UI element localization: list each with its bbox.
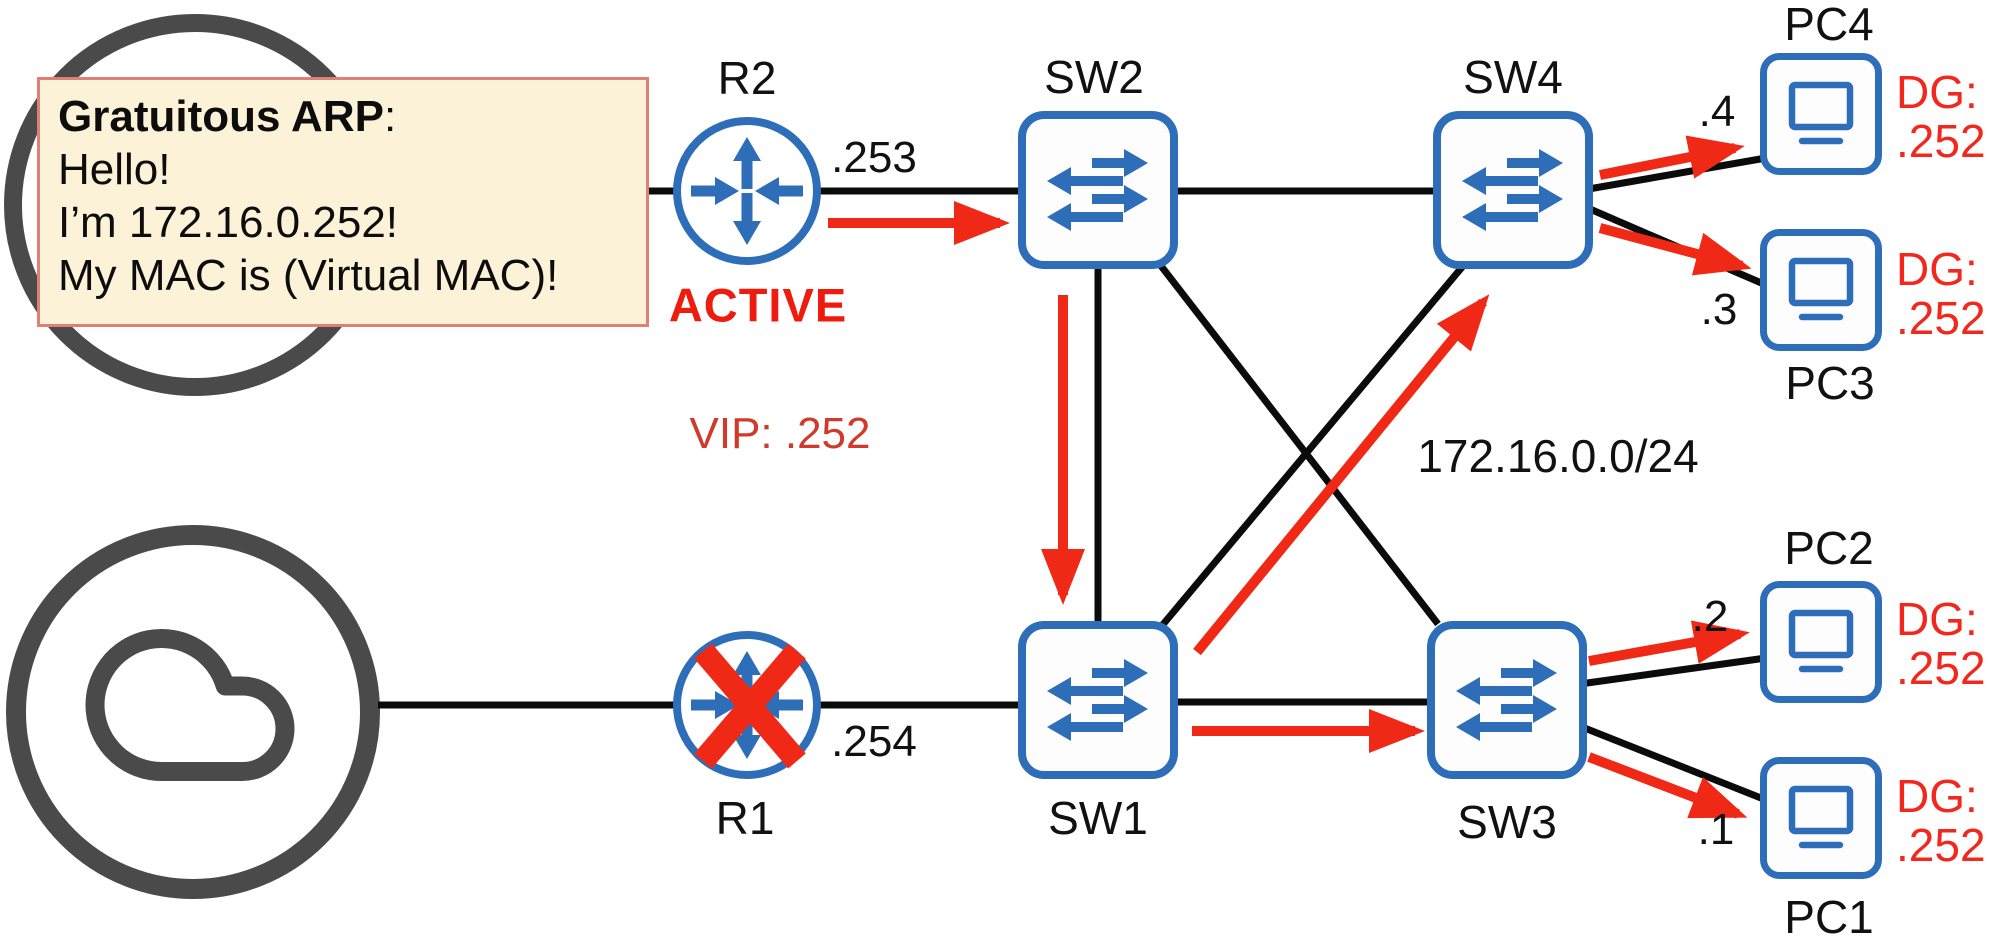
- pc-screen: [1788, 609, 1854, 659]
- router-r2-circle: [673, 117, 821, 265]
- pc3-port-label: .3: [1700, 285, 1738, 334]
- flow-sw4-pc4: [1599, 135, 1745, 180]
- dg-caption: DG:: [1896, 66, 1978, 118]
- switch-sw2-icon: [1018, 111, 1178, 269]
- flow-sw3-pc2: [1588, 620, 1750, 666]
- internet-cloud-icon: [6, 525, 380, 899]
- flow-sw1-sw4: [1193, 294, 1490, 656]
- pc2-port-label: .2: [1691, 592, 1729, 641]
- switch-sw3-icon: [1427, 621, 1587, 779]
- pc-box: [1760, 229, 1882, 351]
- pc4-port-label: .4: [1698, 87, 1736, 136]
- link-sw1-sw4: [1157, 263, 1466, 631]
- dg-value: .252: [1896, 642, 1986, 694]
- r2-label: R2: [717, 52, 777, 104]
- sw3-label: SW3: [1457, 796, 1557, 848]
- switch-arrow: [1092, 695, 1148, 723]
- pc4-dg-label: DG: .252: [1896, 68, 1986, 166]
- pc3-label: PC3: [1785, 357, 1875, 409]
- callout-line: My MAC is (Virtual MAC)!: [58, 251, 559, 300]
- switch-arrow: [1456, 677, 1532, 705]
- pc1-port-label: .1: [1697, 805, 1735, 854]
- sw4-label: SW4: [1463, 51, 1563, 103]
- pc-box: [1760, 581, 1882, 703]
- switch-arrow: [1092, 185, 1148, 213]
- subnet-annotation: 172.16.0.0/24: [1417, 430, 1699, 482]
- switch-arrow: [1462, 167, 1538, 195]
- switch-arrow: [1462, 203, 1538, 231]
- switch-arrow: [1092, 659, 1148, 687]
- dg-caption: DG:: [1896, 243, 1978, 295]
- router-arrow-down: [733, 193, 761, 245]
- switch-arrow: [1501, 659, 1557, 687]
- flow-arrows: [828, 135, 1752, 819]
- router-r1-icon: [673, 631, 821, 779]
- switch-arrow: [1507, 185, 1563, 213]
- switch-arrow: [1507, 149, 1563, 177]
- cloud-glyph: [85, 629, 295, 781]
- switch-box: [1427, 621, 1587, 779]
- sw2-label: SW2: [1044, 51, 1144, 103]
- switch-sw1-icon: [1018, 621, 1178, 779]
- router-arrow-up: [733, 651, 761, 703]
- dg-value: .252: [1896, 819, 1986, 871]
- r2-interface-label: .253: [831, 133, 917, 182]
- r2-active-status: ACTIVE: [668, 278, 848, 332]
- pc1-label: PC1: [1784, 891, 1874, 943]
- pc-pc2-icon: [1760, 581, 1882, 703]
- flow-sw3-pc1: [1587, 752, 1748, 819]
- callout-title: Gratuitous ARP:: [58, 92, 397, 141]
- links: [378, 154, 1768, 804]
- pc-box: [1760, 53, 1882, 175]
- switch-arrow: [1456, 713, 1532, 741]
- vip-annotation: VIP: .252: [689, 409, 871, 458]
- pc-screen: [1788, 257, 1854, 307]
- link-sw2-sw3: [1155, 259, 1441, 627]
- r1-interface-label: .254: [831, 717, 917, 766]
- gratuitous-arp-callout: Gratuitous ARP: Hello! I’m 172.16.0.252!…: [37, 77, 649, 327]
- pc2-dg-label: DG: .252: [1896, 595, 1986, 693]
- router-r2-icon: [673, 117, 821, 265]
- dg-caption: DG:: [1896, 770, 1978, 822]
- cloud-ring: [6, 525, 380, 899]
- pc2-label: PC2: [1784, 522, 1874, 574]
- switch-arrow: [1092, 149, 1148, 177]
- switch-box: [1018, 111, 1178, 269]
- pc3-dg-label: DG: .252: [1896, 245, 1986, 343]
- pc-screen: [1788, 81, 1854, 131]
- dg-value: .252: [1896, 115, 1986, 167]
- pc-box: [1760, 757, 1882, 879]
- pc-screen: [1788, 785, 1854, 835]
- router-arrow-up: [733, 137, 761, 189]
- r1-label: R1: [715, 792, 775, 844]
- switch-box: [1433, 111, 1593, 269]
- pc1-dg-label: DG: .252: [1896, 772, 1986, 870]
- switch-sw4-icon: [1433, 111, 1593, 269]
- router-arrow-left: [755, 177, 803, 205]
- pc-pc3-icon: [1760, 229, 1882, 351]
- switch-arrow: [1047, 167, 1123, 195]
- pc4-label: PC4: [1784, 0, 1874, 50]
- flow-sw4-pc3: [1598, 223, 1752, 276]
- callout-line: Hello!: [58, 145, 171, 194]
- sw1-label: SW1: [1048, 792, 1148, 844]
- switch-arrow: [1501, 695, 1557, 723]
- switch-box: [1018, 621, 1178, 779]
- pc-pc1-icon: [1760, 757, 1882, 879]
- router-arrow-down: [733, 707, 761, 759]
- switch-arrow: [1047, 203, 1123, 231]
- router-arrow-right: [691, 691, 739, 719]
- dg-caption: DG:: [1896, 593, 1978, 645]
- callout-line: I’m 172.16.0.252!: [58, 198, 399, 247]
- switch-arrow: [1047, 677, 1123, 705]
- router-arrow-right: [691, 177, 739, 205]
- pc-pc4-icon: [1760, 53, 1882, 175]
- dg-value: .252: [1896, 292, 1986, 344]
- failed-x-icon: [694, 643, 806, 769]
- switch-arrow: [1047, 713, 1123, 741]
